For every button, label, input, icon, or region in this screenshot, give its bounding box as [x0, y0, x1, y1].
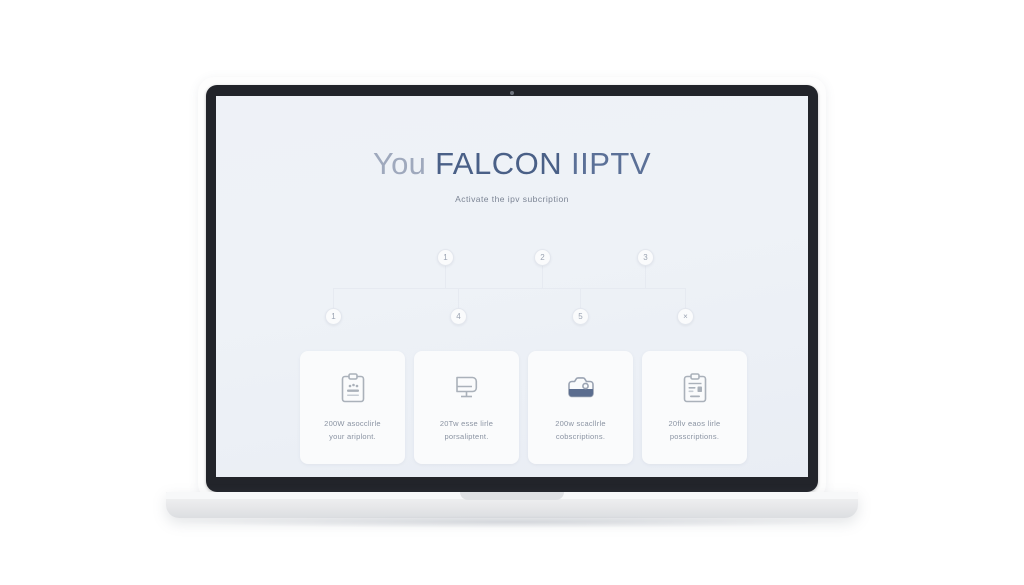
hero-section: You FALCON IIPTV Activate the ipv subcri…: [216, 96, 808, 204]
feature-card-line2: porsaliptent.: [444, 431, 489, 441]
feature-card-line2: your ariplont.: [329, 431, 376, 441]
step-diagram: 1 2 3 1 4 5 ×: [312, 249, 712, 329]
diagram-stem-up-1: [445, 266, 446, 288]
feature-card-line1: 200W asocclirle: [324, 418, 381, 428]
laptop-drop-shadow: [178, 516, 846, 528]
camera-icon: [566, 372, 596, 404]
feature-card-text: 20Tw esse lirle porsaliptent.: [440, 418, 493, 444]
page-title-suffix: IIPTV: [571, 146, 652, 181]
step-node-top-3[interactable]: 3: [637, 249, 654, 266]
step-node-bottom-4[interactable]: 4: [450, 308, 467, 325]
feature-card[interactable]: 200w scacllrle cobscriptions.: [528, 351, 633, 464]
diagram-stem-down-2: [458, 288, 459, 308]
page-title-prefix: You: [372, 146, 427, 181]
page-subtitle: Activate the ipv subcription: [455, 193, 569, 204]
screen-content: You FALCON IIPTV Activate the ipv subcri…: [216, 96, 808, 477]
monitor-screen-icon: [452, 372, 482, 404]
page-title-brand: FALCON: [435, 146, 563, 181]
feature-card-line1: 20flv eaos lirle: [668, 418, 721, 428]
diagram-stem-down-1: [333, 288, 334, 308]
diagram-stem-up-3: [645, 266, 646, 288]
feature-card-line2: cobscriptions.: [555, 431, 606, 441]
feature-card-line1: 20Tw esse lirle: [439, 418, 494, 428]
page-title: You FALCON IIPTV: [216, 146, 808, 181]
diagram-horizontal-bus: [333, 288, 685, 289]
feature-card-row: 200W asocclirle your ariplont.: [300, 351, 748, 464]
step-node-top-2[interactable]: 2: [534, 249, 551, 266]
feature-card[interactable]: 20Tw esse lirle porsaliptent.: [414, 351, 519, 464]
diagram-stem-down-4: [685, 288, 686, 308]
close-icon[interactable]: ×: [677, 308, 694, 325]
step-node-bottom-1[interactable]: 1: [325, 308, 342, 325]
diagram-stem-up-2: [542, 266, 543, 288]
feature-card[interactable]: 200W asocclirle your ariplont.: [300, 351, 405, 464]
diagram-stem-down-3: [580, 288, 581, 308]
step-node-top-1[interactable]: 1: [437, 249, 454, 266]
feature-card-text: 200w scacllrle cobscriptions.: [555, 418, 606, 444]
feature-card-line2: posscriptions.: [669, 431, 720, 441]
clipboard-list-icon: [338, 372, 368, 404]
feature-card-text: 20flv eaos lirle posscriptions.: [669, 418, 721, 444]
clipboard-document-icon: [680, 372, 710, 404]
feature-card-text: 200W asocclirle your ariplont.: [324, 418, 381, 444]
feature-card[interactable]: 20flv eaos lirle posscriptions.: [642, 351, 747, 464]
webcam-dot-icon: [510, 91, 514, 95]
laptop-base-notch: [460, 492, 564, 500]
step-node-bottom-5[interactable]: 5: [572, 308, 589, 325]
feature-card-line1: 200w scacllrle: [555, 418, 606, 428]
laptop-screen: You FALCON IIPTV Activate the ipv subcri…: [216, 96, 808, 477]
